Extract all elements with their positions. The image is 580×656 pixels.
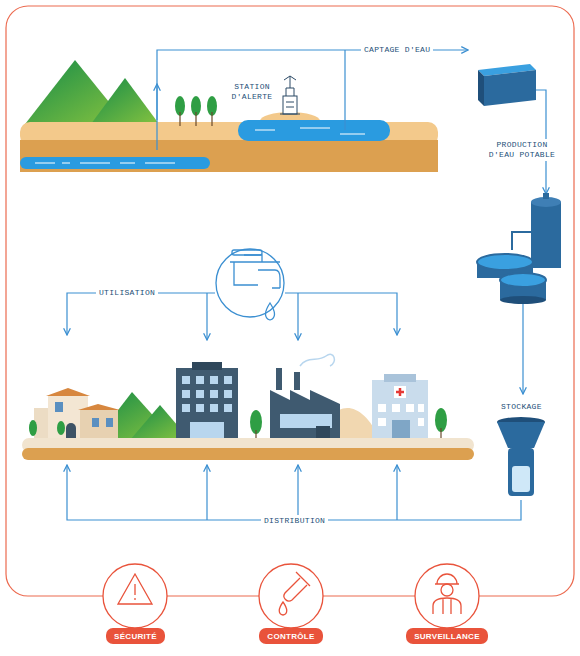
flow-label: PRODUCTION D'EAU POTABLE	[483, 139, 561, 161]
test-tube-icon	[279, 572, 310, 615]
town	[22, 354, 474, 460]
warning-icon	[118, 574, 152, 604]
badge-text: SURVEILLANCE	[414, 632, 480, 641]
theme-circles	[103, 564, 479, 628]
theme-badge: SÉCURITÉ	[106, 628, 165, 644]
distribution-lines	[67, 465, 521, 520]
outer-frame	[6, 6, 574, 596]
capture-lines	[157, 50, 468, 150]
worker-icon	[433, 574, 461, 614]
flow-label: UTILISATION	[96, 287, 158, 299]
theme-badge: SURVEILLANCE	[406, 628, 488, 644]
badge-text: SÉCURITÉ	[114, 632, 157, 641]
theme-badge: CONTRÔLE	[259, 628, 323, 644]
flow-label: STATION D'ALERTE	[223, 81, 281, 103]
water-tower	[497, 417, 545, 496]
landscape	[20, 60, 438, 172]
badge-text: CONTRÔLE	[267, 632, 314, 641]
flow-label: STOCKAGE	[498, 401, 545, 413]
flow-label: CAPTAGE D'EAU	[361, 44, 433, 56]
tap-icon	[216, 249, 284, 320]
treatment-plant	[477, 64, 561, 394]
flow-label: DISTRIBUTION	[261, 515, 328, 527]
